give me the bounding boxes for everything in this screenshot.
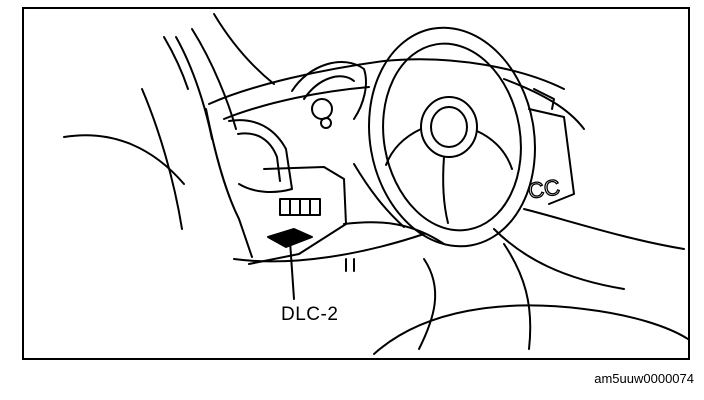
steering-wheel-outer (368, 26, 536, 248)
dashboard-right (503, 78, 585, 130)
steering-hub-inner (430, 106, 468, 148)
gauge-small (320, 117, 332, 129)
center-vent-top (533, 88, 555, 110)
lower-dash-edge (233, 233, 425, 263)
cluster-inner (303, 75, 355, 100)
dlc2-connector (267, 228, 313, 248)
figure-frame: DLC-2 CC (22, 7, 690, 360)
a-pillar (175, 36, 213, 140)
left-door-curve (63, 134, 185, 185)
a-pillar-inner (191, 28, 237, 130)
right-dash-lower (523, 208, 685, 250)
windshield-edge (213, 13, 275, 85)
center-console-line (503, 243, 532, 350)
gauge-left (311, 98, 333, 120)
dlc2-callout-label: DLC-2 (281, 304, 339, 325)
center-stack (528, 108, 575, 205)
figure-code: am5uuw0000074 (594, 371, 694, 386)
steering-wheel-inner (382, 42, 522, 232)
right-console (493, 228, 625, 290)
dashboard-line-drawing (63, 13, 688, 355)
floor-line (418, 258, 437, 350)
left-dash-panel (205, 108, 253, 258)
left-vent-outer (228, 119, 293, 193)
left-pillar-lower (141, 88, 183, 230)
dashboard-top-inner (223, 86, 370, 120)
steering-spoke-left (385, 128, 422, 166)
cluster-hood (291, 61, 367, 120)
steering-column (353, 163, 405, 228)
left-door-line (163, 36, 189, 90)
steering-hub (420, 96, 478, 158)
dlc2-leader-line (289, 240, 295, 300)
steering-spoke-bottom (442, 156, 449, 224)
knee-bolster (343, 221, 445, 245)
steering-spoke-right (476, 130, 513, 170)
dashboard-top (208, 58, 565, 105)
left-vent-inner (237, 132, 281, 182)
seat-cushion (373, 304, 688, 355)
